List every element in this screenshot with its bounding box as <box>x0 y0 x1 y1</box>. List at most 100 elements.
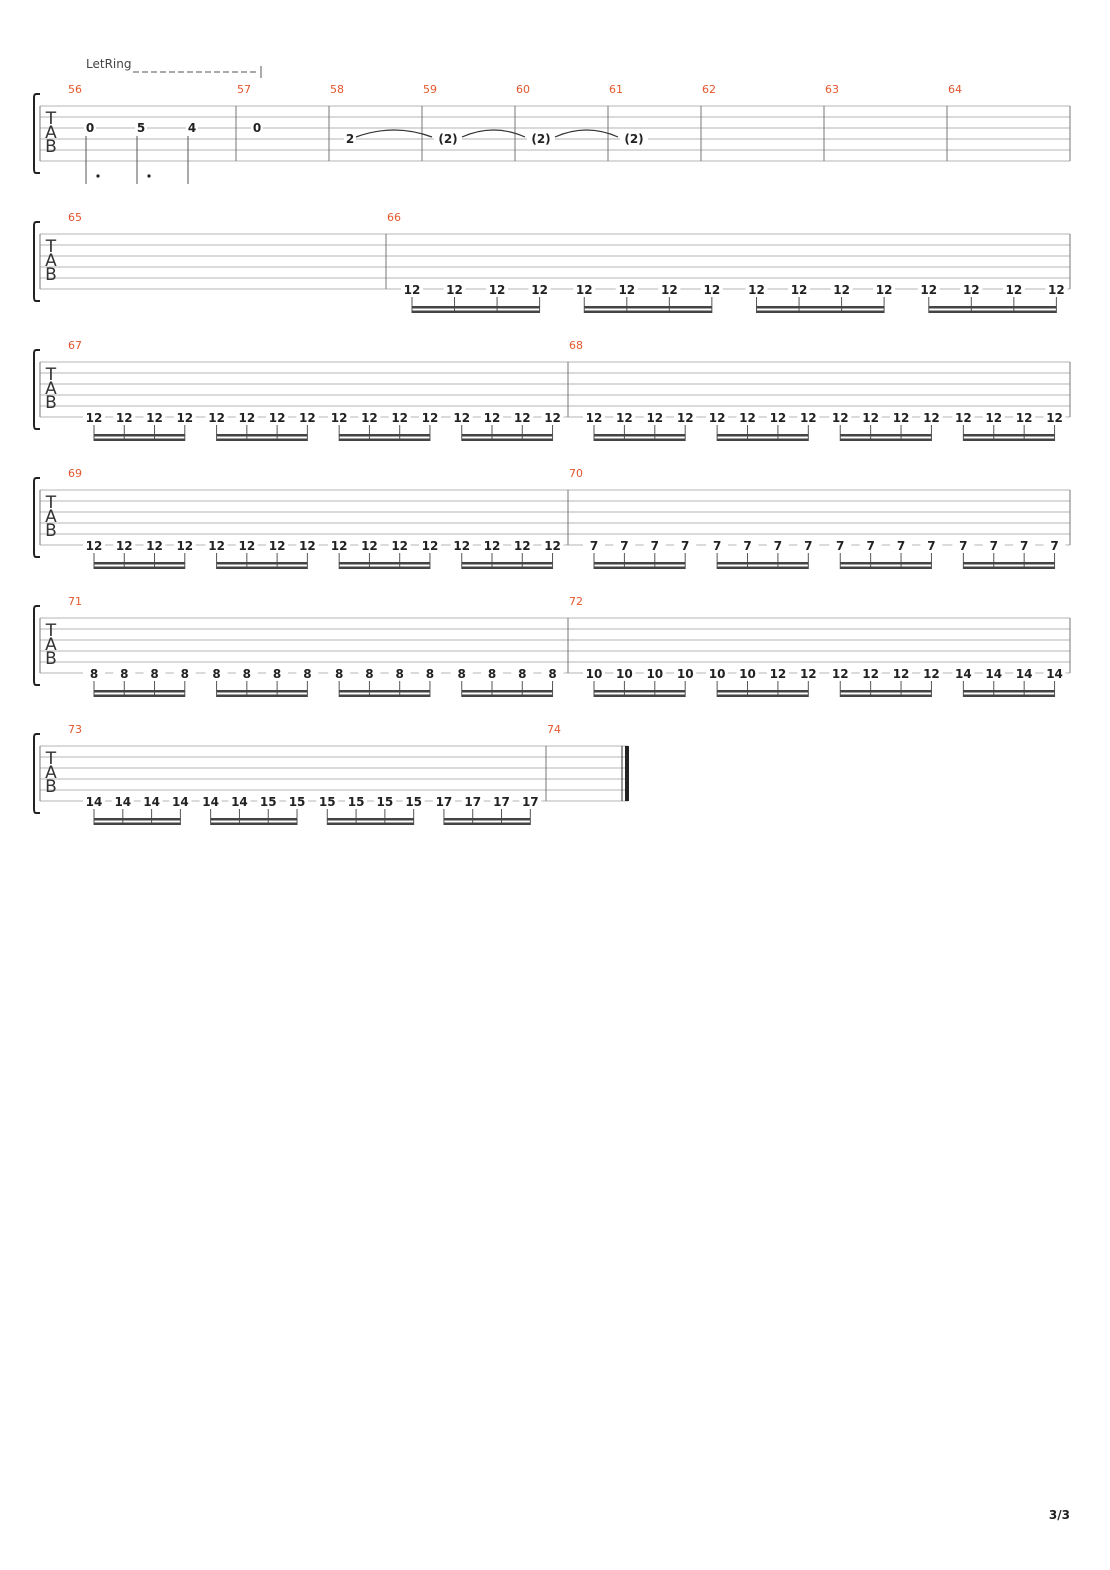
tab-clef-letter: B <box>45 137 57 157</box>
fret-bg <box>613 412 636 423</box>
fret-number: 2 <box>346 132 354 146</box>
beam-secondary <box>327 822 414 825</box>
fret-bg <box>235 668 258 679</box>
measure-number: 66 <box>387 211 401 224</box>
beam-primary <box>94 562 185 565</box>
fret-number: 12 <box>832 411 849 425</box>
fret-number: 14 <box>172 795 189 809</box>
fret-number: 8 <box>458 667 466 681</box>
fret-bg <box>541 668 564 679</box>
fret-bg <box>450 540 473 551</box>
fret-number: 12 <box>586 411 603 425</box>
beam-secondary <box>461 438 553 441</box>
fret-bg <box>643 412 666 423</box>
fret-bg <box>205 540 228 551</box>
fret-bg <box>358 668 381 679</box>
beam-primary <box>216 690 308 693</box>
system-brace <box>33 605 40 686</box>
fret-number: 12 <box>770 667 787 681</box>
fret-number: 7 <box>866 539 874 553</box>
beam-primary <box>584 306 712 309</box>
fret-number: 12 <box>800 411 817 425</box>
fret-number: (2) <box>531 132 550 146</box>
fret-number: 12 <box>800 667 817 681</box>
fret-bg <box>228 796 251 807</box>
fret-number: 8 <box>518 667 526 681</box>
fret-number: 12 <box>544 411 561 425</box>
fret-bg <box>113 540 136 551</box>
measure-number: 56 <box>68 83 82 96</box>
fret-bg <box>890 540 913 551</box>
fret-number: 14 <box>1046 667 1063 681</box>
fret-bg <box>388 412 411 423</box>
fret-number: 17 <box>493 795 510 809</box>
fret-bg <box>84 121 96 133</box>
fret-bg <box>859 412 882 423</box>
fret-bg <box>527 132 555 144</box>
fret-number: 12 <box>484 539 501 553</box>
fret-number: 5 <box>137 121 145 135</box>
tab-clef-letter: T <box>45 237 57 257</box>
measure-number: 67 <box>68 339 82 352</box>
beam-secondary <box>963 694 1055 697</box>
fret-number: 12 <box>531 283 548 297</box>
fret-bg <box>140 796 163 807</box>
tab-clef-letter: B <box>45 393 57 413</box>
fret-bg <box>418 668 441 679</box>
fret-bg <box>745 284 768 295</box>
fret-number: 12 <box>116 539 133 553</box>
fret-number: 7 <box>713 539 721 553</box>
beam-primary <box>756 306 885 309</box>
fret-bg <box>797 540 820 551</box>
fret-number: 8 <box>212 667 220 681</box>
tab-clef-letter: A <box>45 379 57 399</box>
fret-bg <box>401 284 423 295</box>
fret-number: 10 <box>646 667 663 681</box>
fret-bg <box>266 668 289 679</box>
fret-bg <box>296 668 319 679</box>
fret-number: 12 <box>116 411 133 425</box>
beam-primary <box>339 562 430 565</box>
fret-bg <box>251 121 263 133</box>
fret-bg <box>674 412 697 423</box>
fret-number: 7 <box>651 539 659 553</box>
fret-number: 12 <box>86 539 103 553</box>
fret-number: 7 <box>927 539 935 553</box>
fret-bg <box>358 412 381 423</box>
beam-primary <box>216 562 308 565</box>
fret-number: 12 <box>576 283 593 297</box>
fret-bg <box>890 668 913 679</box>
beam-secondary <box>840 694 932 697</box>
fret-number: 12 <box>146 411 163 425</box>
fret-number: 7 <box>681 539 689 553</box>
fret-number: 7 <box>590 539 598 553</box>
tab-clef-letter: B <box>45 521 57 541</box>
fret-number: 8 <box>243 667 251 681</box>
beam-primary <box>339 434 430 437</box>
fret-bg <box>583 540 605 551</box>
fret-bg <box>917 284 940 295</box>
fret-bg <box>373 796 396 807</box>
fret-bg <box>541 412 564 423</box>
fret-bg <box>706 412 729 423</box>
fret-number: 12 <box>299 411 316 425</box>
fret-number: 8 <box>365 667 373 681</box>
duration-dot <box>96 174 100 178</box>
fret-bg <box>829 540 852 551</box>
fret-bg <box>388 668 411 679</box>
fret-number: 17 <box>436 795 453 809</box>
fret-bg <box>418 540 441 551</box>
fret-bg <box>982 668 1005 679</box>
fret-number: 12 <box>893 411 910 425</box>
beam-primary <box>461 434 553 437</box>
beam-secondary <box>963 566 1055 569</box>
fret-number: 8 <box>548 667 556 681</box>
fret-bg <box>113 668 136 679</box>
measure-number: 60 <box>516 83 530 96</box>
fret-bg <box>135 121 147 133</box>
fret-number: 12 <box>1016 411 1033 425</box>
fret-number: 12 <box>269 539 286 553</box>
fret-bg <box>143 540 166 551</box>
fret-number: 12 <box>208 411 225 425</box>
fret-bg <box>511 540 534 551</box>
